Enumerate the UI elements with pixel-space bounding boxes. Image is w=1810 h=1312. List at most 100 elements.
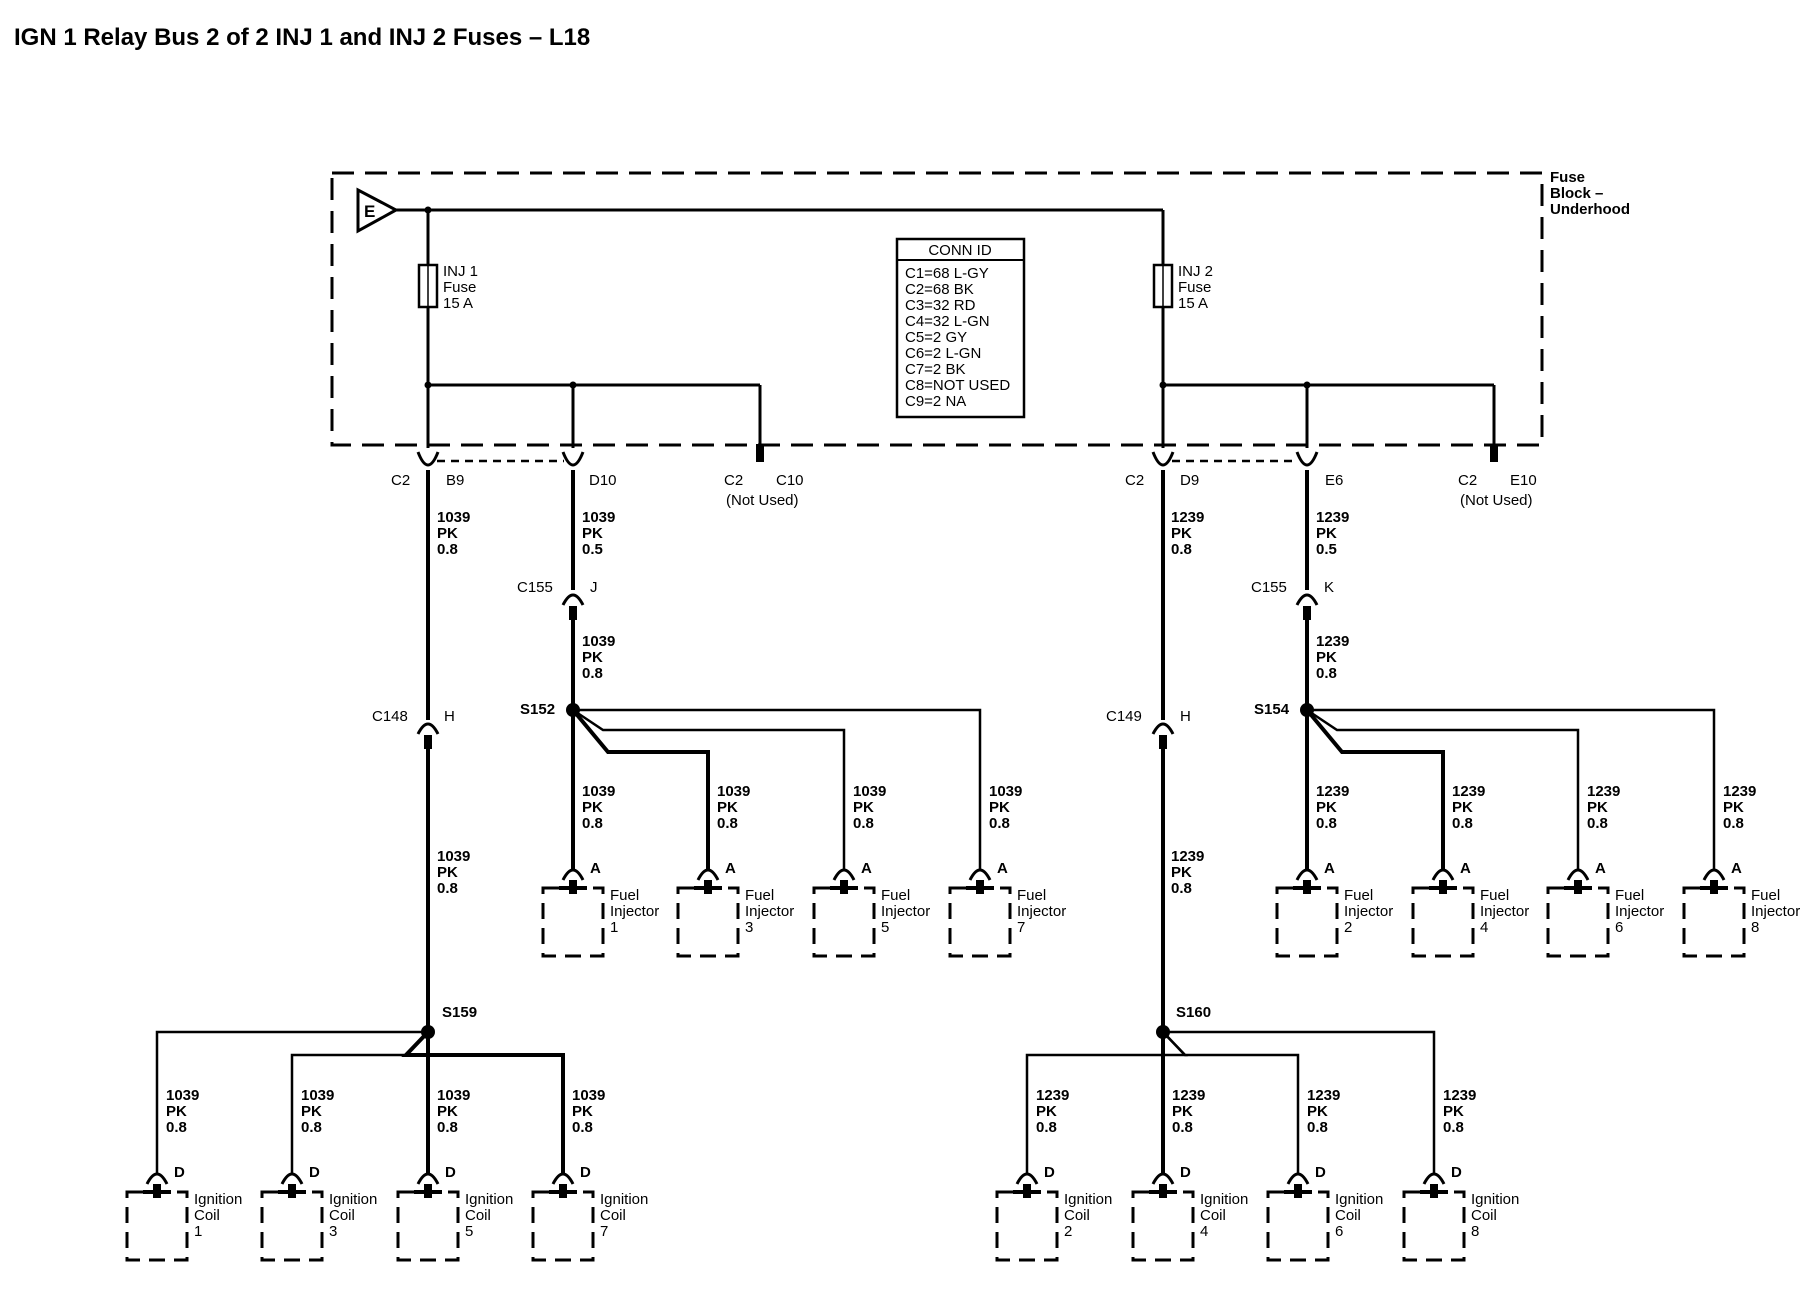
branch-wire [572, 708, 846, 870]
svg-text:CONN ID: CONN ID [928, 242, 992, 259]
pin-label: A [1595, 860, 1606, 877]
branch-wire [1306, 708, 1580, 870]
bus-wire [396, 208, 1496, 448]
pin-label: A [997, 860, 1008, 877]
branch-wire [401, 1030, 565, 1173]
connector-b9-label: C2 B9 [391, 472, 464, 489]
bus-e-symbol: E [356, 187, 400, 234]
connector-c148-label: C148 H [372, 708, 455, 725]
fuse-block-label: Fuse Block – Underhood [1550, 169, 1630, 218]
branch-wire [571, 708, 710, 870]
connector-d9-label: C2 D9 [1125, 472, 1199, 489]
conn-id-table: CONN ID C1=68 L-GY C2=68 BK C3=32 RD C4=… [895, 237, 1026, 419]
splice-s152-label: S152 [520, 701, 555, 718]
branch-wire [1307, 708, 1716, 870]
pin-label: D [1044, 1164, 1055, 1181]
c2-connector-pins [416, 451, 1319, 467]
connector-c10-label: C2 C10 (Not Used) [724, 472, 808, 509]
svg-text:INJ 1 Fuse 15 A: INJ 1 Fuse 15 A [443, 263, 482, 312]
connector-c149-label: C149 H [1106, 708, 1191, 725]
pin-label: D [1180, 1164, 1191, 1181]
conn-id-lines: C1=68 L-GY C2=68 BK C3=32 RD C4=32 L-GN … [905, 265, 1014, 410]
page-title: IGN 1 Relay Bus 2 of 2 INJ 1 and INJ 2 F… [14, 24, 591, 51]
connector-c155-j-label: C155 J [517, 579, 598, 596]
branch-wire [1162, 1031, 1300, 1173]
inj1-fuse: INJ 1 Fuse 15 A [417, 263, 482, 312]
pin-label: D [174, 1164, 185, 1181]
pin-label: A [1460, 860, 1471, 877]
pin-label: D [1315, 1164, 1326, 1181]
branch-wire [1163, 1030, 1436, 1173]
fuse-block-boundary [330, 171, 1544, 447]
connector-c155-k-label: C155 K [1251, 579, 1334, 596]
pin-label: A [861, 860, 872, 877]
pin-label: A [725, 860, 736, 877]
circuit-wires [426, 470, 1309, 1032]
pin-label: A [1731, 860, 1742, 877]
branch-wire [573, 708, 982, 870]
splice-s154-label: S154 [1254, 701, 1290, 718]
pin-label: A [590, 860, 601, 877]
branch-wire [1305, 708, 1445, 870]
pin-label: A [1324, 860, 1335, 877]
connector-e6-label: E6 [1325, 472, 1343, 489]
pin-label: D [309, 1164, 320, 1181]
splice-s160-label: S160 [1176, 1004, 1211, 1021]
pin-label: D [445, 1164, 456, 1181]
branch-wire [155, 1030, 428, 1173]
inj2-fuse: INJ 2 Fuse 15 A [1152, 263, 1217, 312]
svg-text:INJ 2 Fuse 15 A: INJ 2 Fuse 15 A [1178, 263, 1217, 312]
pin-label: D [580, 1164, 591, 1181]
inline-connectors [416, 593, 1319, 735]
connector-d10-label: D10 [589, 472, 617, 489]
